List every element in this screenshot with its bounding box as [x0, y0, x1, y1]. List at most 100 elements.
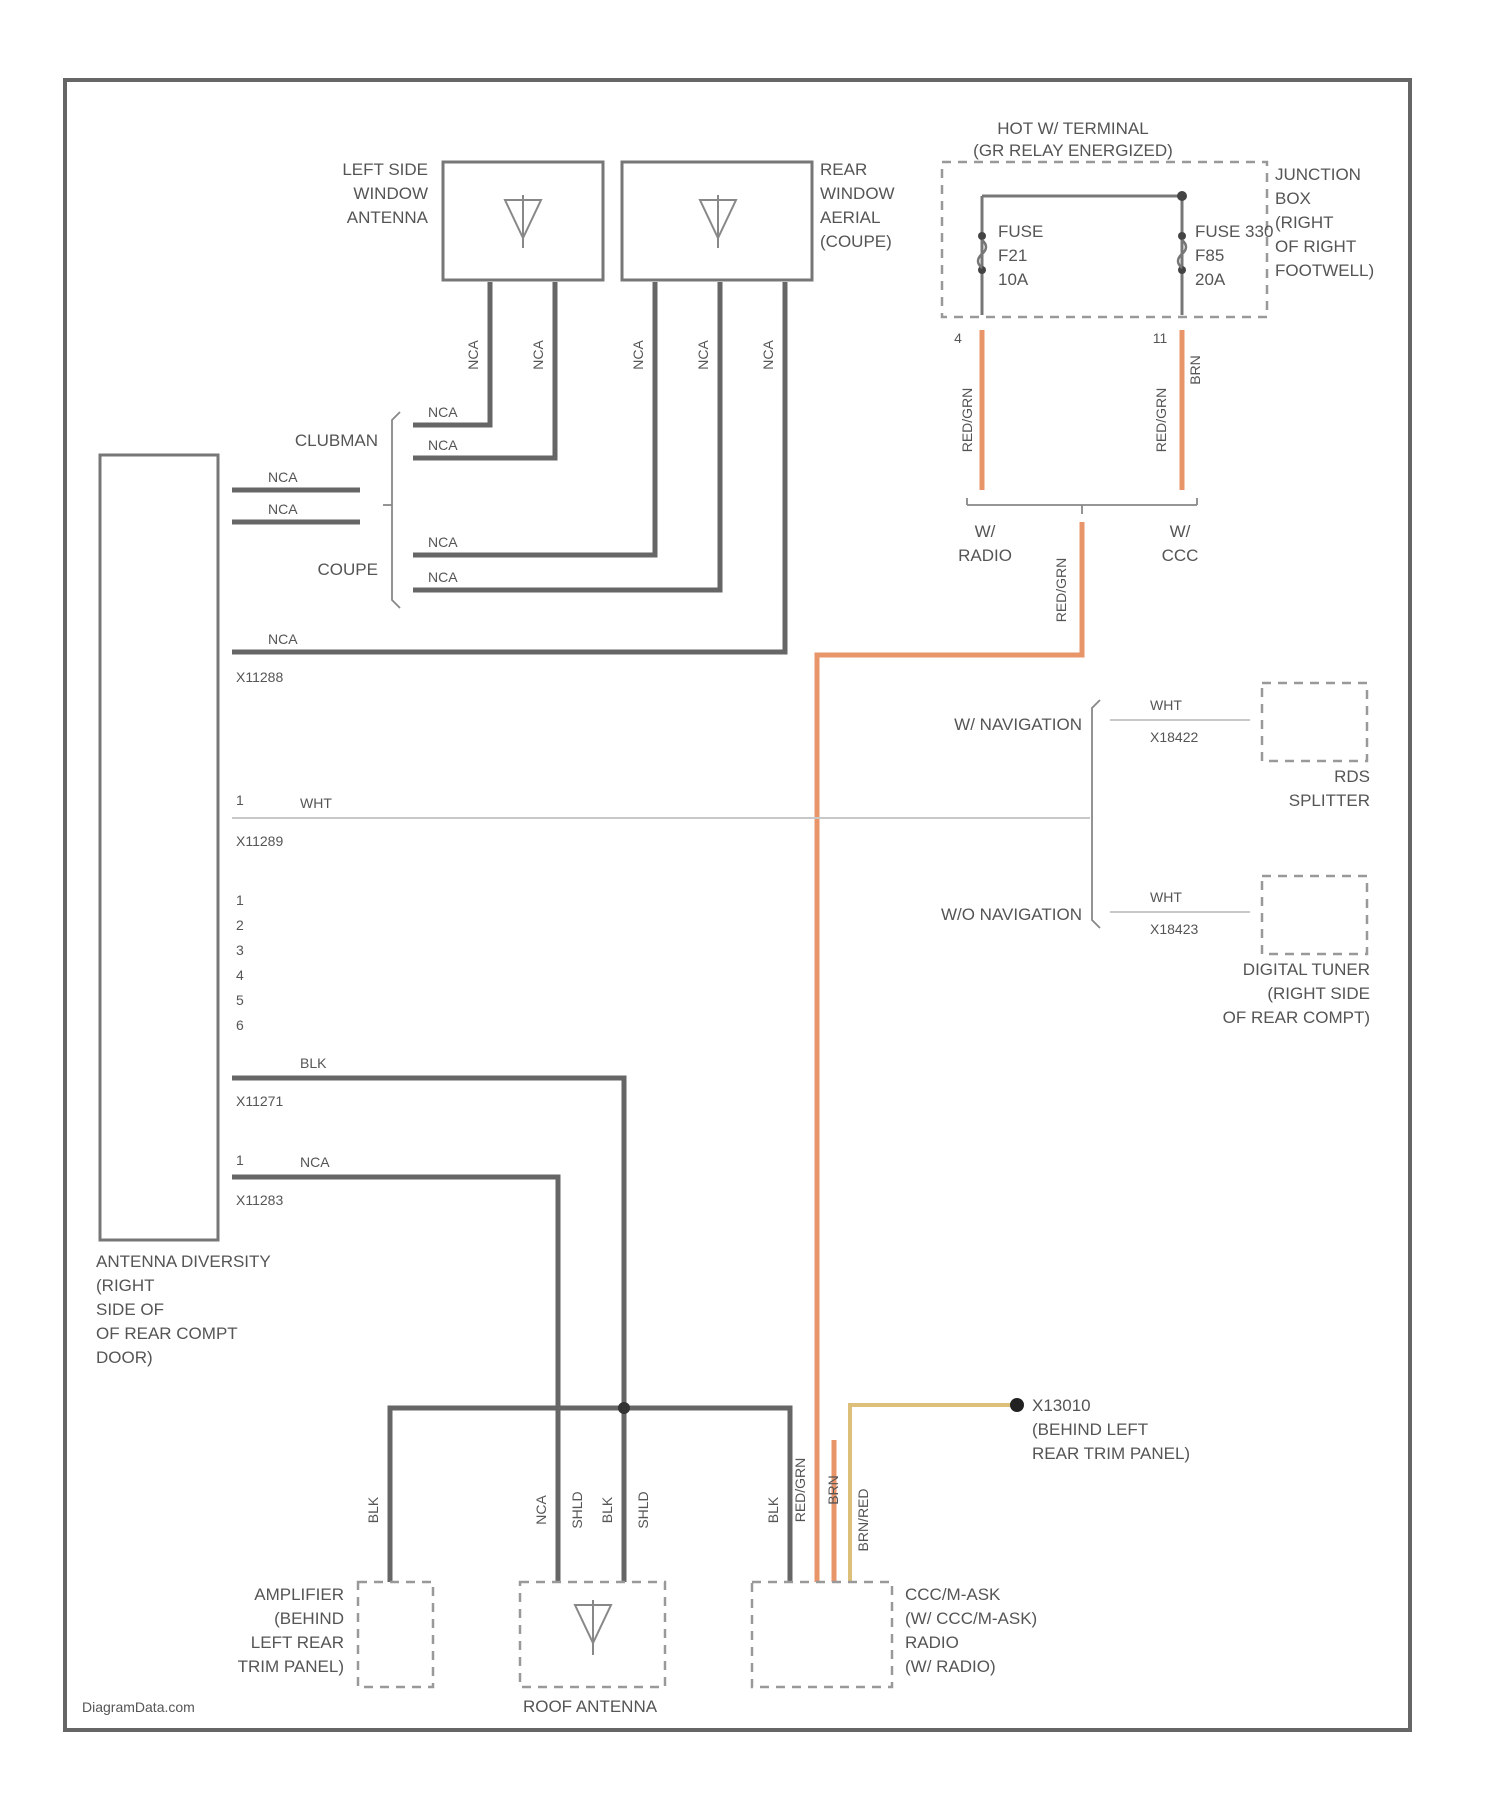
amplifier-label-4: TRIM PANEL)	[238, 1657, 344, 1676]
wire-label: BRN/RED	[855, 1488, 871, 1551]
diagram-frame	[65, 80, 1410, 1730]
option-coupe-label: COUPE	[318, 560, 378, 579]
wire-label: NCA	[695, 340, 711, 370]
antenna-diversity-label-1: ANTENNA DIVERSITY	[96, 1252, 271, 1271]
pin-label: 3	[236, 942, 244, 958]
fuse-f85-label-1: FUSE 330	[1195, 222, 1273, 241]
connector-label: X11271	[236, 1093, 283, 1109]
amplifier-label-2: (BEHIND	[274, 1609, 344, 1628]
radio-label-1: CCC/M-ASK	[905, 1585, 1001, 1604]
wire-label: WHT	[1150, 889, 1182, 905]
wire-label: NCA	[760, 340, 776, 370]
option-w-radio-2: RADIO	[958, 546, 1012, 565]
wire-label: NCA	[268, 469, 298, 485]
connector-label: X18422	[1150, 729, 1198, 745]
wire-label: WHT	[1150, 697, 1182, 713]
digital-tuner-label-2: (RIGHT SIDE	[1267, 984, 1370, 1003]
splice-point	[618, 1402, 630, 1414]
rds-splitter: RDS SPLITTER	[1262, 683, 1370, 810]
antenna-diversity-label-3: SIDE OF	[96, 1300, 164, 1319]
rear-window-aerial-label-2: WINDOW	[820, 184, 895, 203]
option-bracket	[392, 412, 400, 608]
pin-label: 11	[1153, 330, 1168, 346]
digital-tuner-label-3: OF REAR COMPT)	[1223, 1008, 1370, 1027]
option-clubman-label: CLUBMAN	[295, 431, 378, 450]
left-side-window-antenna-label-3: ANTENNA	[347, 208, 429, 227]
wire-blk	[232, 1078, 624, 1582]
wire-label: NCA	[630, 340, 646, 370]
antenna-diversity-label-2: (RIGHT	[96, 1276, 155, 1295]
pin-label: 1	[236, 792, 244, 808]
wire-label: SHLD	[635, 1491, 651, 1528]
left-side-window-antenna-label-1: LEFT SIDE	[342, 160, 428, 179]
radio-label-4: (W/ RADIO)	[905, 1657, 996, 1676]
pin-label: 4	[236, 967, 244, 983]
radio-unit: CCC/M-ASK (W/ CCC/M-ASK) RADIO (W/ RADIO…	[752, 1582, 1037, 1687]
junction-box-label-1: JUNCTION	[1275, 165, 1361, 184]
left-side-window-antenna-label-2: WINDOW	[353, 184, 428, 203]
rds-splitter-label-1: RDS	[1334, 767, 1370, 786]
junction-box-label-5: FOOTWELL)	[1275, 261, 1374, 280]
wire-nca	[413, 282, 720, 590]
hot-terminal-label-1: HOT W/ TERMINAL	[997, 119, 1148, 138]
ground-x13010: X13010 (BEHIND LEFT REAR TRIM PANEL)	[1010, 1396, 1190, 1463]
ground-label-3: REAR TRIM PANEL)	[1032, 1444, 1190, 1463]
wire-label: RED/GRN	[1053, 558, 1069, 623]
wire-label: BLK	[300, 1055, 327, 1071]
pin-label: 4	[954, 330, 962, 346]
junction-box-label-4: OF RIGHT	[1275, 237, 1356, 256]
wire-label: NCA	[300, 1154, 330, 1170]
connector-label: X11283	[236, 1192, 283, 1208]
left-side-window-antenna: LEFT SIDE WINDOW ANTENNA	[342, 160, 603, 280]
amplifier-label-1: AMPLIFIER	[254, 1585, 344, 1604]
wire-label: BLK	[765, 1496, 781, 1523]
connector-label: X18423	[1150, 921, 1198, 937]
wire-label: NCA	[428, 404, 458, 420]
wire-label: NCA	[268, 631, 298, 647]
wire-blk-ground	[390, 1408, 790, 1582]
ground-icon	[1010, 1398, 1024, 1412]
wire-label: SHLD	[569, 1491, 585, 1528]
amplifier: AMPLIFIER (BEHIND LEFT REAR TRIM PANEL)	[238, 1582, 433, 1687]
wire-nca	[232, 282, 785, 652]
option-bracket	[967, 498, 1197, 514]
wire-label: BRN	[825, 1475, 841, 1505]
rear-window-aerial-label-1: REAR	[820, 160, 867, 179]
fuse-f21-label-3: 10A	[998, 270, 1029, 289]
option-wo-navigation: W/O NAVIGATION	[941, 905, 1082, 924]
wire-label: NCA	[428, 437, 458, 453]
junction-box-label-3: (RIGHT	[1275, 213, 1334, 232]
wire-label: RED/GRN	[1153, 388, 1169, 453]
option-w-ccc-1: W/	[1170, 522, 1191, 541]
ground-label-2: (BEHIND LEFT	[1032, 1420, 1148, 1439]
wire-label: BLK	[599, 1496, 615, 1523]
junction-box: HOT W/ TERMINAL (GR RELAY ENERGIZED) FUS…	[942, 119, 1374, 317]
wire-label: BRN	[1187, 355, 1203, 385]
fuse-f21-label-2: F21	[998, 246, 1027, 265]
pin-label: 5	[236, 992, 244, 1008]
rds-splitter-label-2: SPLITTER	[1289, 791, 1370, 810]
wire-label: BLK	[365, 1496, 381, 1523]
wire-label: NCA	[530, 340, 546, 370]
connector-label: X11289	[236, 833, 283, 849]
option-w-radio-1: W/	[975, 522, 996, 541]
radio-label-3: RADIO	[905, 1633, 959, 1652]
amplifier-label-3: LEFT REAR	[251, 1633, 344, 1652]
pin-label: 1	[236, 892, 244, 908]
wire-brn-red	[850, 1405, 1013, 1582]
fuse-f85-label-2: F85	[1195, 246, 1224, 265]
digital-tuner-label-1: DIGITAL TUNER	[1243, 960, 1370, 979]
antenna-diversity-label-5: DOOR)	[96, 1348, 153, 1367]
wire-label: NCA	[533, 1495, 549, 1525]
digital-tuner: DIGITAL TUNER (RIGHT SIDE OF REAR COMPT)	[1223, 876, 1370, 1027]
pin-label: 1	[236, 1152, 244, 1168]
wire-label: RED/GRN	[959, 388, 975, 453]
fuse-f85-label-3: 20A	[1195, 270, 1226, 289]
wire-label: WHT	[300, 795, 332, 811]
option-w-ccc-2: CCC	[1162, 546, 1199, 565]
wire-label: NCA	[428, 534, 458, 550]
ground-label-1: X13010	[1032, 1396, 1091, 1415]
rear-window-aerial: REAR WINDOW AERIAL (COUPE)	[622, 160, 895, 280]
watermark: DiagramData.com	[82, 1699, 195, 1715]
roof-antenna-label: ROOF ANTENNA	[523, 1697, 658, 1716]
